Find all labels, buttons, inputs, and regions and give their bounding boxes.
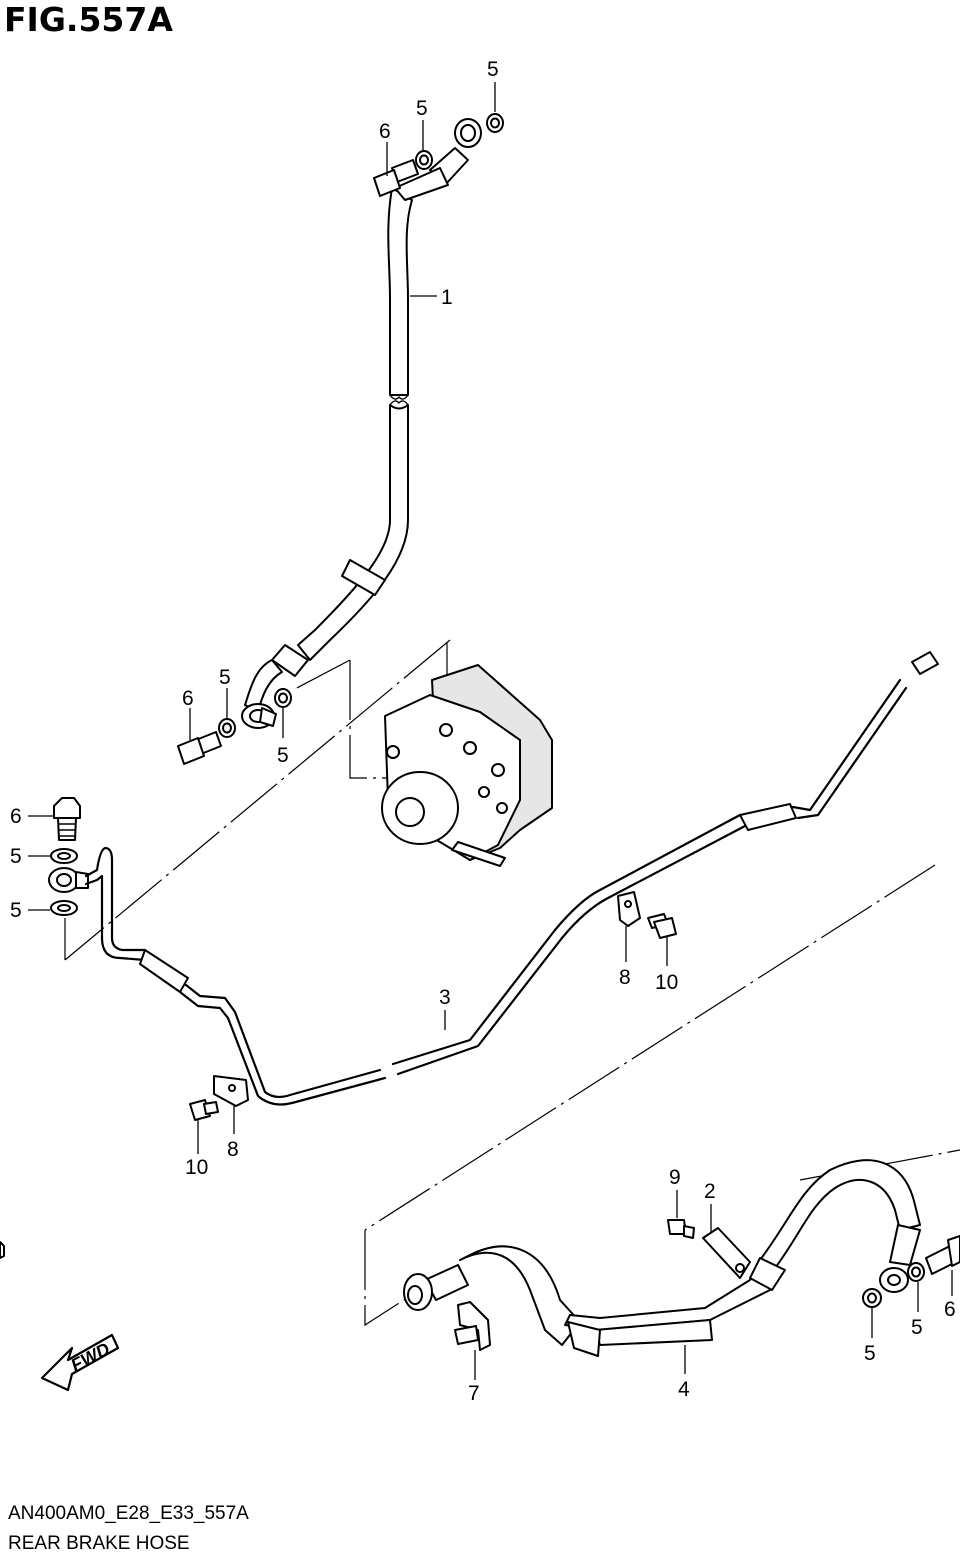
- bolt-6-right[interactable]: [925, 1235, 960, 1275]
- callout-6: 6: [944, 1298, 956, 1321]
- cut-off-part-left-edge: [0, 1241, 5, 1259]
- banjo-fitting-left[interactable]: [48, 867, 89, 893]
- bolt-10-right[interactable]: [647, 913, 677, 939]
- brake-hose-lower[interactable]: [403, 1159, 921, 1357]
- callout-6: 6: [182, 687, 194, 710]
- callout-5: 5: [10, 845, 22, 868]
- callout-8: 8: [227, 1138, 239, 1161]
- clamp-8-left[interactable]: [213, 1075, 249, 1107]
- brake-hose-upper[interactable]: [241, 118, 482, 729]
- callout-5: 5: [219, 666, 231, 689]
- callout-10: 10: [655, 971, 678, 994]
- callout-5: 5: [864, 1342, 876, 1365]
- abs-unit: [381, 664, 553, 867]
- callout-3: 3: [439, 986, 451, 1009]
- figure-name: REAR BRAKE HOSE: [8, 1533, 190, 1554]
- bolt-6-top[interactable]: [373, 159, 419, 197]
- leader-lines: [28, 82, 953, 1380]
- washer-5-right-outer[interactable]: [862, 1288, 882, 1308]
- washer-5-left-bottom[interactable]: [50, 900, 78, 916]
- bolt-6-mid[interactable]: [177, 731, 222, 765]
- fwd-label: FWD: [67, 1339, 113, 1376]
- callout-6: 6: [10, 805, 22, 828]
- washer-5-mid-right[interactable]: [274, 688, 292, 708]
- callouts: 5 5 6 1 5 6 5 6 5 5 3 8 10 8 10 9 2 7 4 …: [10, 58, 956, 1405]
- callout-9: 9: [669, 1166, 681, 1189]
- bolt-9[interactable]: [667, 1219, 695, 1239]
- callout-10: 10: [185, 1156, 208, 1179]
- callout-5: 5: [487, 58, 499, 81]
- callout-6: 6: [379, 120, 391, 143]
- callout-5: 5: [10, 899, 22, 922]
- callout-8: 8: [619, 966, 631, 989]
- washer-5-mid-left[interactable]: [218, 718, 236, 738]
- washer-5-right-inner[interactable]: [907, 1262, 925, 1282]
- washer-5-top-mid[interactable]: [415, 150, 433, 170]
- callout-1: 1: [441, 286, 453, 309]
- holder-2[interactable]: [702, 1227, 751, 1279]
- callout-7: 7: [468, 1382, 480, 1405]
- washer-5-top-right[interactable]: [486, 113, 504, 133]
- figure-title: FIG.557A: [4, 0, 173, 39]
- clamp-8-right[interactable]: [617, 891, 641, 927]
- fwd-arrow-icon: FWD: [40, 1333, 120, 1392]
- callout-5: 5: [416, 97, 428, 120]
- figure-code: AN400AM0_E28_E33_557A: [8, 1503, 249, 1524]
- callout-5: 5: [277, 744, 289, 767]
- brake-pipe[interactable]: [84, 651, 939, 1106]
- callout-4: 4: [678, 1378, 690, 1401]
- washer-5-left-top[interactable]: [50, 848, 78, 864]
- bracket-7[interactable]: [454, 1301, 491, 1351]
- callout-5: 5: [911, 1316, 923, 1339]
- bolt-6-left[interactable]: [53, 797, 81, 841]
- bolt-10-left[interactable]: [189, 1099, 219, 1121]
- callout-2: 2: [704, 1180, 716, 1203]
